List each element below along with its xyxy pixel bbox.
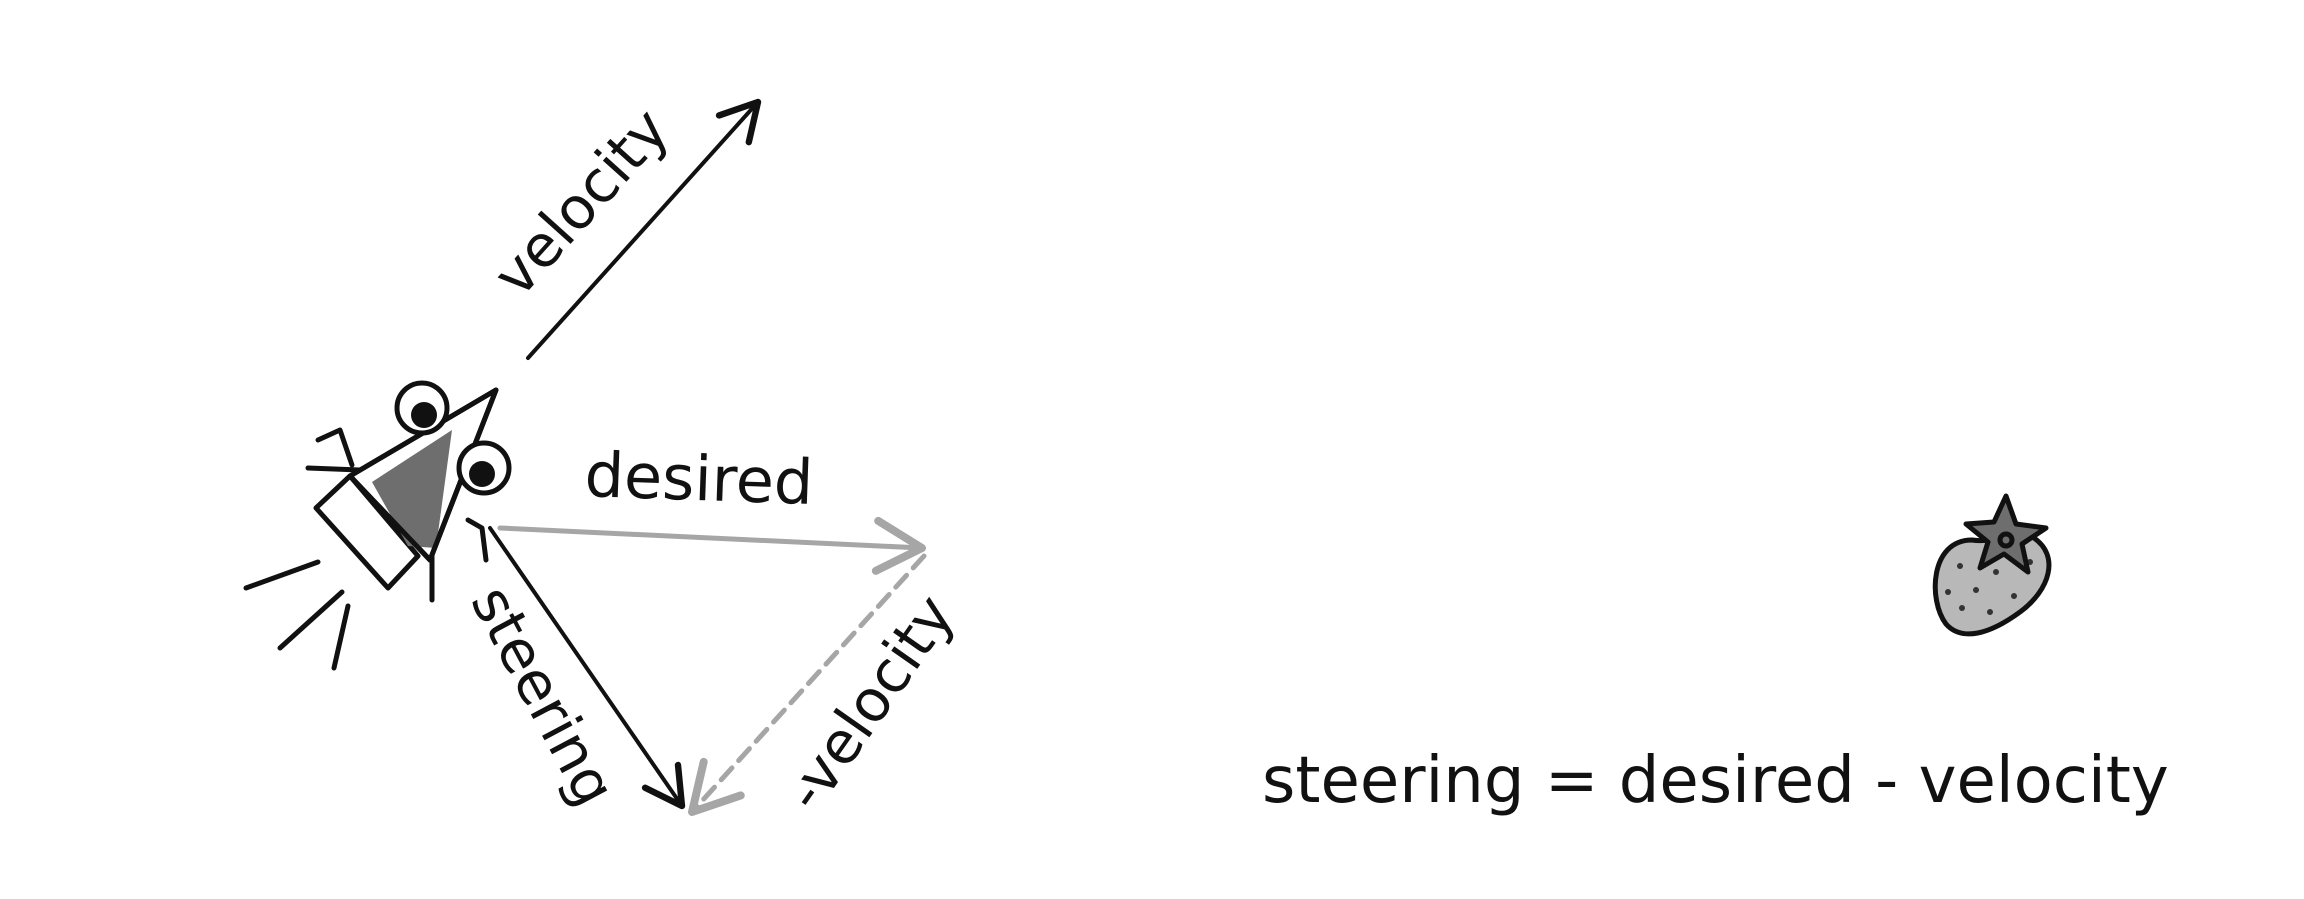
vehicle-icon — [243, 380, 512, 671]
steering-equation: steering = desired - velocity — [1262, 744, 2169, 818]
velocity-label: velocity — [480, 95, 682, 309]
neg-velocity-arrow — [688, 553, 927, 816]
velocity-arrow — [526, 98, 762, 360]
steering-arrow — [488, 526, 686, 810]
desired-arrow — [497, 516, 926, 575]
strawberry-icon — [1932, 493, 2052, 637]
desired-label: desired — [583, 438, 814, 519]
